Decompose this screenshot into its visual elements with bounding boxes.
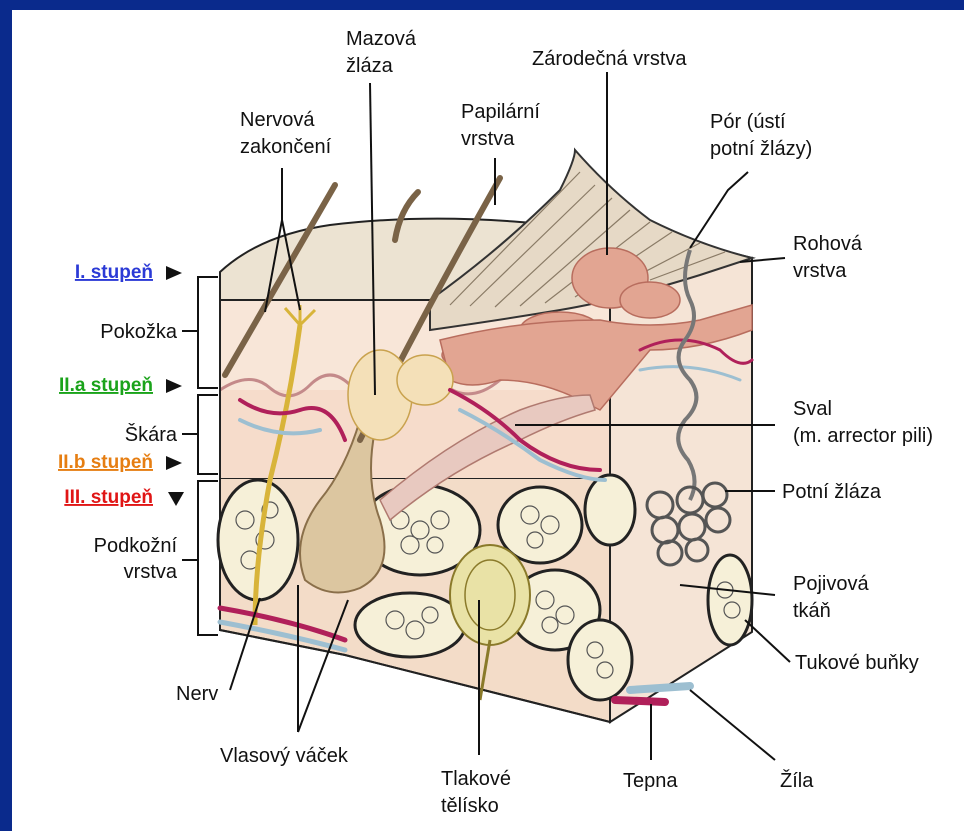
vein-label: Žíla — [780, 769, 814, 792]
degree-2b-label: II.b stupeň — [58, 452, 153, 473]
vein-tube — [630, 686, 690, 690]
layer-dermis-label: Škára — [125, 423, 178, 446]
horny-layer-label-1: Rohová — [793, 233, 863, 255]
horny-layer-label-2: vrstva — [793, 260, 847, 282]
fat-cells-label: Tukové buňky — [795, 652, 919, 674]
sebaceous-gland-label-1: Mazová — [346, 28, 417, 50]
degree-1-label: I. stupeň — [75, 262, 153, 283]
degree-2a-label: II.a stupeň — [59, 375, 153, 396]
muscle-label-1: Sval — [793, 398, 832, 420]
nerve-label: Nerv — [176, 683, 218, 705]
degree-3-label: III. stupeň — [64, 487, 153, 508]
pore-label-2: potní žlázy) — [710, 138, 812, 160]
layer-subcutis-label-2: vrstva — [124, 561, 178, 583]
arrow-down-icon — [168, 492, 184, 506]
layer-subcutis-label-1: Podkožní — [94, 535, 178, 557]
layer-epidermis-label: Pokožka — [100, 321, 178, 343]
arrow-right-icon — [166, 379, 182, 393]
muscle-label-2: (m. arrector pili) — [793, 425, 933, 447]
papillary-layer-label-1: Papilární — [461, 101, 540, 123]
papillary-layer-label-2: vrstva — [461, 128, 515, 150]
nerve-endings-label-1: Nervová — [240, 109, 315, 131]
pressure-corpuscle-label-2: tělísko — [441, 795, 499, 817]
connective-tissue-label-1: Pojivová — [793, 573, 869, 595]
sweat-gland-label: Potní žláza — [782, 481, 882, 503]
artery-label: Tepna — [623, 770, 678, 792]
artery-tube — [615, 700, 665, 702]
nerve-endings-label-2: zakončení — [240, 136, 332, 158]
arrow-right-icon — [166, 456, 182, 470]
sebaceous-gland-label-2: žláza — [346, 55, 394, 77]
germinative-layer-label: Zárodečná vrstva — [532, 48, 687, 70]
arrow-right-icon — [166, 266, 182, 280]
pressure-corpuscle-label-1: Tlakové — [441, 768, 511, 790]
pore-label-1: Pór (ústí — [710, 111, 786, 133]
hair-follicle-label: Vlasový váček — [220, 745, 349, 767]
connective-tissue-label-2: tkáň — [793, 600, 831, 622]
